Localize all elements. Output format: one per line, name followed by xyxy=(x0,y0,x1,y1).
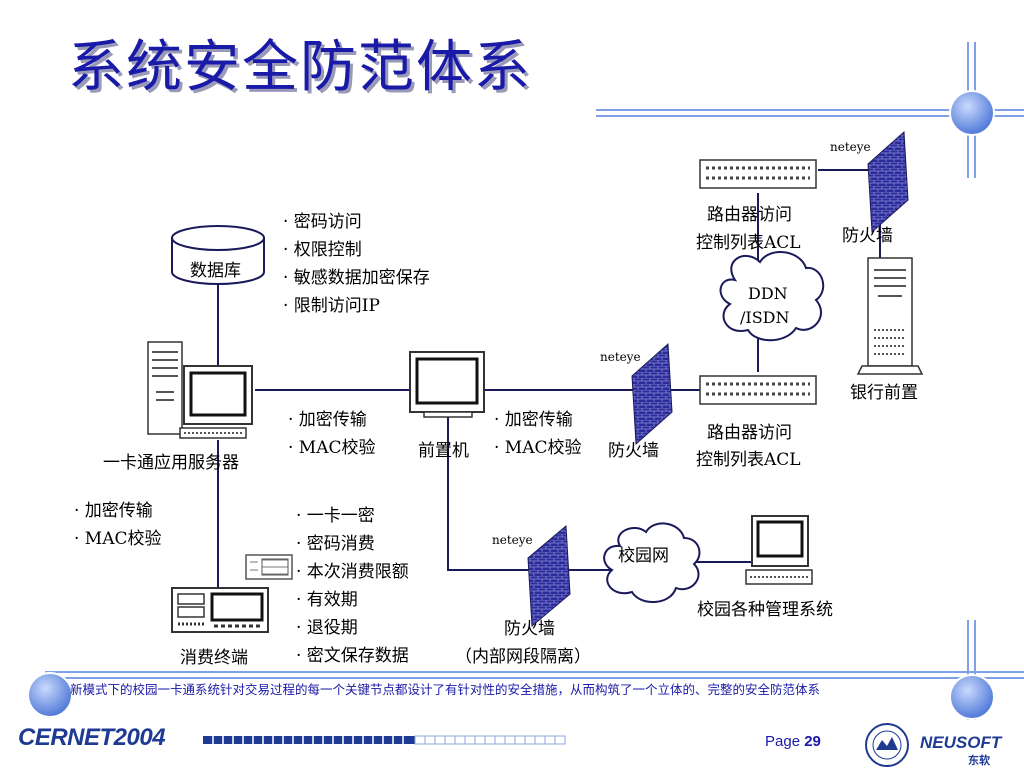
list-item: · 本次消费限额 xyxy=(296,562,409,582)
router-upper-label-2: 控制列表ACL xyxy=(696,233,801,253)
list-item: · 退役期 xyxy=(296,618,358,638)
list-item: · MAC校验 xyxy=(494,438,582,458)
firewall-top-label: 防火墙 xyxy=(842,226,893,246)
ddn-label-2: /ISDN xyxy=(740,308,790,327)
list-item: · 加密传输 xyxy=(494,410,573,430)
card-security-list: · 一卡一密 · 密码消费 · 本次消费限额 · 有效期 · 退役期 · 密文保… xyxy=(296,502,409,670)
list-item: · MAC校验 xyxy=(74,529,162,549)
list-item: · 权限控制 xyxy=(283,240,362,260)
database-icon xyxy=(171,225,265,285)
bank-front-label: 银行前置 xyxy=(850,383,918,403)
front-machine-icon xyxy=(409,351,485,418)
firewall-bottom-label-2: （内部网段隔离） xyxy=(455,647,591,667)
terminal-security-list: · 加密传输 · MAC校验 xyxy=(74,497,162,553)
list-item: · 敏感数据加密保存 xyxy=(283,268,430,288)
list-item: · 一卡一密 xyxy=(296,506,375,526)
router-lower-label-2: 控制列表ACL xyxy=(696,450,801,470)
router-lower-label-1: 路由器访问 xyxy=(707,423,792,443)
decor-top-right xyxy=(596,42,1024,178)
list-item: · 密文保存数据 xyxy=(296,646,409,666)
university-seal-icon xyxy=(865,723,909,767)
campus-net-label: 校园网 xyxy=(618,546,669,566)
bank-server-icon xyxy=(856,257,924,375)
decor-bottom xyxy=(27,620,1024,745)
db-security-list: · 密码访问 · 权限控制 · 敏感数据加密保存 · 限制访问IP xyxy=(283,208,430,320)
app-server-icon xyxy=(147,341,253,439)
firewall-bottom-icon xyxy=(527,524,571,628)
neteye-top-label: neteye xyxy=(830,140,871,154)
firewall-bottom-label-1: 防火墙 xyxy=(504,619,555,639)
page-number: 29 xyxy=(804,733,821,750)
ddn-cloud-icon xyxy=(719,250,825,342)
list-item: · 密码消费 xyxy=(296,534,375,554)
page-indicator: Page 29 xyxy=(765,733,821,750)
campus-mgmt-label: 校园各种管理系统 xyxy=(697,600,833,620)
card-icon xyxy=(245,554,293,580)
neusoft-logo: NEUSOFT xyxy=(920,733,1002,752)
list-item: · MAC校验 xyxy=(288,438,376,458)
page-title: 系统安全防范体系 xyxy=(68,35,532,100)
ddn-label-1: DDN xyxy=(748,284,788,303)
neusoft-logo-sub: 东软 xyxy=(968,754,990,767)
firewall-mid-label: 防火墙 xyxy=(608,441,659,461)
cernet-logo: CERNET2004 xyxy=(18,724,166,751)
slide-caption: 新模式下的校园一卡通系统针对交易过程的每一个关键节点都设计了有针对性的安全措施，… xyxy=(70,682,821,697)
front-machine-label: 前置机 xyxy=(418,441,469,461)
neteye-bottom-label: neteye xyxy=(492,533,533,547)
database-label: 数据库 xyxy=(190,261,241,281)
page-label: Page xyxy=(765,733,801,750)
router-upper-icon xyxy=(699,159,817,189)
list-item: · 加密传输 xyxy=(74,501,153,521)
progress-bar xyxy=(203,735,566,745)
list-item: · 加密传输 xyxy=(288,410,367,430)
pos-terminal-label: 消费终端 xyxy=(180,648,248,668)
router-upper-label-1: 路由器访问 xyxy=(707,205,792,225)
pos-terminal-icon xyxy=(171,587,269,633)
list-item: · 限制访问IP xyxy=(283,296,380,316)
firewall-mid-icon xyxy=(631,342,673,446)
firewall-top-icon xyxy=(867,130,909,234)
router-lower-icon xyxy=(699,375,817,405)
front-fw-security-list: · 加密传输 · MAC校验 xyxy=(494,406,582,462)
campus-cloud-icon xyxy=(603,522,701,604)
campus-mgmt-computer-icon xyxy=(745,515,813,585)
server-front-security-list: · 加密传输 · MAC校验 xyxy=(288,406,376,462)
neteye-mid-label: neteye xyxy=(600,350,641,364)
list-item: · 有效期 xyxy=(296,590,358,610)
app-server-label: 一卡通应用服务器 xyxy=(103,453,239,473)
list-item: · 密码访问 xyxy=(283,212,362,232)
